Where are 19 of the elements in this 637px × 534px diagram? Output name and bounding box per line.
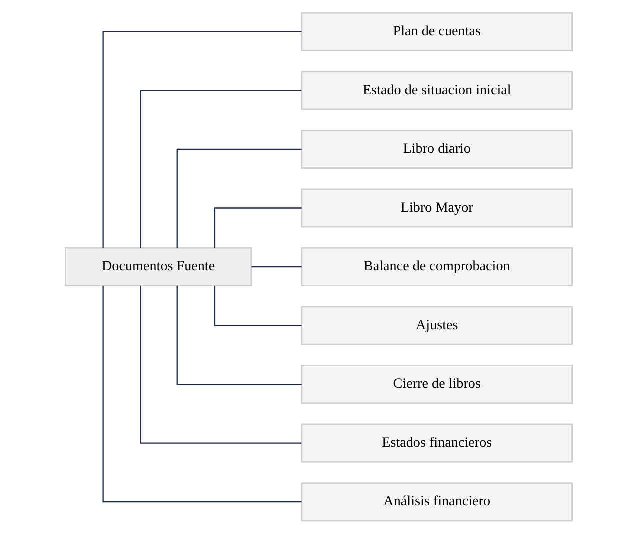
node-box: Análisis financiero <box>300 482 572 522</box>
connector <box>102 286 302 503</box>
node-box: Libro Mayor <box>300 188 572 228</box>
connector <box>140 90 302 248</box>
node-box: Estado de situacion inicial <box>300 71 572 110</box>
node-box: Documentos Fuente <box>64 247 252 286</box>
node-box: Plan de cuentas <box>300 12 572 52</box>
connector <box>176 148 302 248</box>
node-box: Libro diario <box>300 130 572 169</box>
node-box: Cierre de libros <box>300 365 572 404</box>
connector <box>214 286 302 326</box>
connector <box>251 266 302 268</box>
node-box: Ajustes <box>300 306 572 346</box>
connector <box>102 31 302 248</box>
node-box: Estados financieros <box>300 424 572 463</box>
node-box: Balance de comprobacion <box>300 247 572 286</box>
connector <box>140 286 302 444</box>
connector <box>176 286 302 386</box>
connector <box>214 208 302 248</box>
